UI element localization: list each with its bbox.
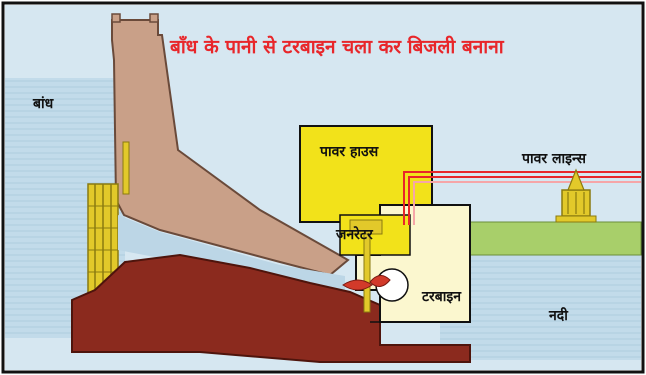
grass-bank	[470, 222, 641, 255]
dam-crest-left	[112, 14, 120, 22]
diagram-title: बाँध के पानी से टरबाइन चला कर बिजली बनान…	[170, 33, 504, 59]
label-power-house: पावर हाउस	[320, 142, 378, 161]
label-power-lines: पावर लाइन्स	[522, 149, 586, 168]
dam-gate	[123, 142, 129, 194]
label-generator: जनरेटर	[336, 225, 373, 244]
dam-crest-right	[150, 14, 158, 22]
label-turbine: टरबाइन	[422, 287, 461, 306]
label-dam: बांध	[33, 94, 53, 113]
label-river: नदी	[549, 306, 568, 325]
